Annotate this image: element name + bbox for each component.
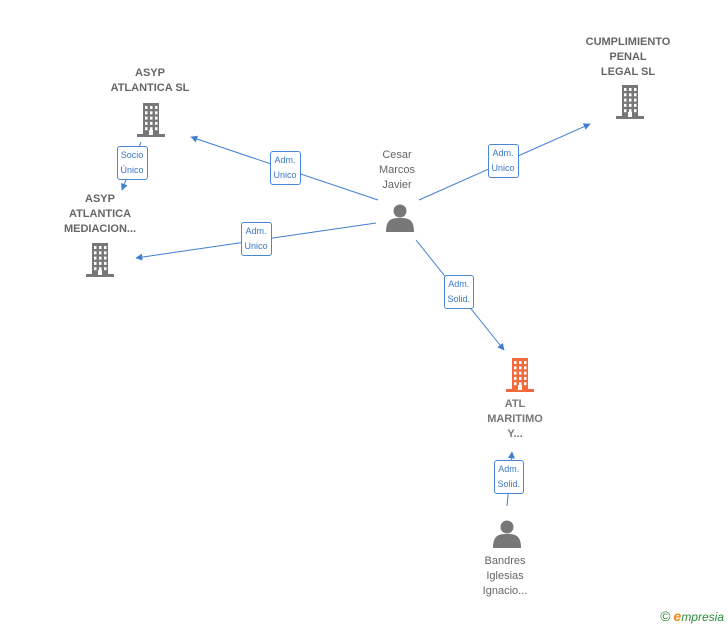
node-label-asyp_sl[interactable]: ASYP ATLANTICA SL xyxy=(110,67,190,94)
building-icon[interactable] xyxy=(616,85,644,119)
building-icon[interactable] xyxy=(86,243,114,277)
footer-brand[interactable]: ©empresia xyxy=(660,608,724,624)
edge-label-asyp_sl-asyp_med[interactable]: Socio Único xyxy=(116,146,148,180)
copyright-symbol: © xyxy=(660,608,671,624)
node-label-bandres[interactable]: Bandres Iglesias Ignacio... xyxy=(482,555,528,597)
node-label-cesar[interactable]: Cesar Marcos Javier xyxy=(378,149,416,191)
edge-label-bandres-atl[interactable]: Adm. Solid. xyxy=(493,460,525,494)
brand-name: mpresia xyxy=(681,610,724,624)
node-label-atl[interactable]: ATL MARITIMO Y... xyxy=(487,398,543,440)
edge-label-cesar-atl[interactable]: Adm. Solid. xyxy=(443,275,475,309)
node-label-asyp_med[interactable]: ASYP ATLANTICA MEDIACION... xyxy=(63,193,137,235)
edge-label-cesar-asyp_med[interactable]: Adm. Unico xyxy=(240,222,272,256)
building-icon[interactable] xyxy=(137,103,165,137)
person-icon[interactable] xyxy=(493,520,521,549)
edge-label-cesar-asyp_sl[interactable]: Adm. Unico xyxy=(269,151,301,185)
node-label-cumplimiento[interactable]: CUMPLIMIENTO PENAL LEGAL SL xyxy=(585,36,671,78)
edge-label-cesar-cumplimiento[interactable]: Adm. Unico xyxy=(487,144,519,178)
building-icon[interactable] xyxy=(506,358,534,392)
person-icon[interactable] xyxy=(386,204,414,233)
brand-logo-initial: e xyxy=(673,608,682,624)
